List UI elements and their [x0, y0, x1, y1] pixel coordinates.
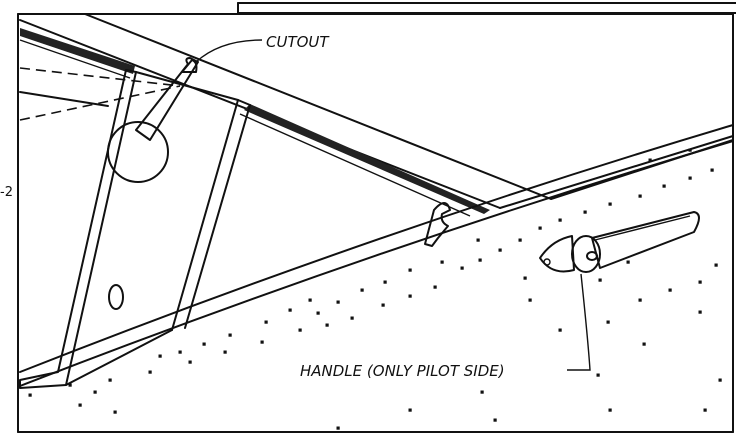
rivet-dot — [608, 408, 612, 412]
rivet-dot — [78, 403, 82, 407]
rivet-dot — [93, 390, 97, 394]
rivet-dot — [228, 333, 232, 337]
latch-lever — [107, 57, 199, 183]
rivet-dot — [638, 298, 642, 302]
edge-fragment-label: -2 — [0, 185, 13, 200]
swing-path-lines — [19, 67, 181, 121]
rivet-dot — [336, 300, 340, 304]
rivet-dot — [113, 410, 117, 414]
rivet-dot — [606, 320, 610, 324]
rivet-dot — [308, 298, 312, 302]
rivet-dot — [498, 248, 502, 252]
rivet-dot — [188, 360, 192, 364]
rivet-dot — [642, 342, 646, 346]
rivet-dot — [523, 276, 527, 280]
hook-latch — [424, 202, 451, 247]
rivet-dot — [408, 268, 412, 272]
rivet-dot — [703, 408, 707, 412]
cutout-label: CUTOUT — [266, 33, 330, 51]
rivet-dot — [336, 426, 340, 430]
rivet-dot — [260, 340, 264, 344]
rivet-dot — [648, 158, 652, 162]
rivet-dot — [698, 280, 702, 284]
rivet-dot — [408, 294, 412, 298]
rivet-dot — [383, 280, 387, 284]
rivet-dot — [518, 238, 522, 242]
rivet-dot — [596, 373, 600, 377]
rivet-dot — [718, 378, 722, 382]
rivet-dot — [223, 350, 227, 354]
rivet-dot — [668, 288, 672, 292]
handle-label: HANDLE (ONLY PILOT SIDE) — [300, 362, 505, 380]
rivet-dot — [460, 266, 464, 270]
rivet-dot — [202, 342, 206, 346]
rivet-dot — [598, 278, 602, 282]
rivet-dot — [408, 408, 412, 412]
rivet-dot — [316, 311, 320, 315]
rivet-dot — [688, 148, 692, 152]
rivet-dot — [298, 328, 302, 332]
rivet-dot — [698, 310, 702, 314]
rivet-dot — [476, 238, 480, 242]
rivet-dot — [558, 328, 562, 332]
rivet-dot — [350, 316, 354, 320]
rivet-dot — [710, 168, 714, 172]
rivet-dot — [528, 298, 532, 302]
rivet-dot — [264, 320, 268, 324]
rivet-dot — [178, 350, 182, 354]
rivet-dot — [480, 390, 484, 394]
rivet-dot — [662, 184, 666, 188]
handle-callout: HANDLE (ONLY PILOT SIDE) — [300, 273, 591, 380]
rivet-dot — [360, 288, 364, 292]
rivet-dot — [288, 308, 292, 312]
upper-frame-rail — [19, 13, 552, 217]
rivet-dot — [108, 378, 112, 382]
rivet-dot — [538, 226, 542, 230]
rivet-dot — [626, 260, 630, 264]
rivet-dot — [433, 285, 437, 289]
rivet-dot — [608, 202, 612, 206]
rivet-dot — [688, 176, 692, 180]
rivet-dot — [493, 418, 497, 422]
strut-hole — [108, 284, 124, 310]
rivet-dots — [28, 148, 722, 430]
rivet-dot — [638, 194, 642, 198]
vertical-strut — [19, 69, 251, 389]
door-handle — [539, 211, 700, 273]
rivet-dot — [28, 393, 32, 397]
rivet-dot — [558, 218, 562, 222]
rivet-dot — [68, 383, 72, 387]
rivet-dot — [583, 210, 587, 214]
rivet-dot — [381, 303, 385, 307]
rivet-dot — [440, 260, 444, 264]
rivet-dot — [714, 263, 718, 267]
rivet-dot — [478, 258, 482, 262]
cutout-callout: CUTOUT — [195, 33, 330, 63]
rivet-dot — [325, 323, 329, 327]
rivet-dot — [158, 354, 162, 358]
lower-skin-panel — [19, 124, 734, 387]
rivet-dot — [148, 370, 152, 374]
